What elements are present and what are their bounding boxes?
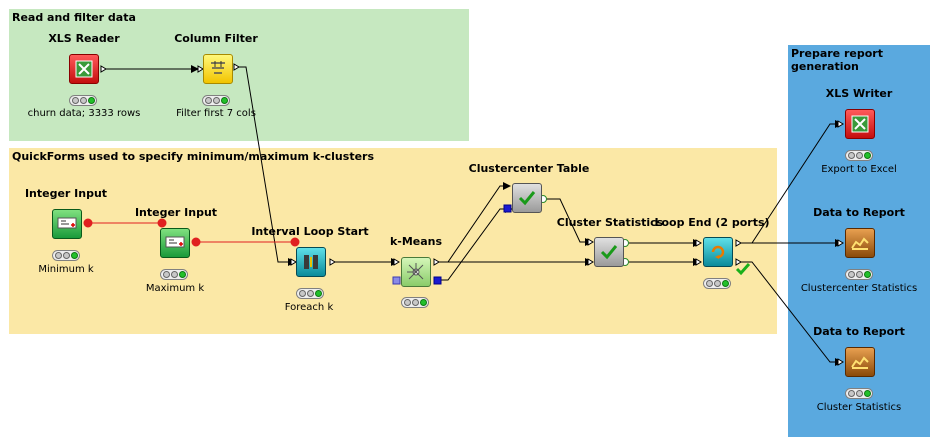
- checkmark-icon: [735, 263, 751, 276]
- port-in: [837, 120, 844, 128]
- node-label[interactable]: Clustercenter Statistics: [800, 283, 918, 294]
- connection-kmeans-stats-model: [437, 205, 513, 281]
- port-out: [233, 63, 240, 71]
- annotation-title: QuickForms used to specify minimum/maxim…: [12, 150, 375, 163]
- port-in: [197, 65, 204, 73]
- connection-kmeans-clustertable: [437, 182, 511, 263]
- checkmark-icon: [600, 245, 618, 260]
- cluster-statistics-node[interactable]: [594, 237, 624, 267]
- node-title: k-Means: [389, 235, 443, 248]
- node-status: [69, 95, 97, 106]
- data-to-report-1-node[interactable]: [845, 228, 875, 258]
- node-title: XLS Writer: [825, 87, 893, 100]
- node-status: [845, 388, 873, 399]
- port-out: [735, 258, 742, 266]
- column-filter-node[interactable]: [203, 54, 233, 84]
- node-title: Column Filter: [174, 32, 258, 45]
- port-out: [433, 258, 440, 266]
- annotation-title: Read and filter data: [12, 11, 136, 24]
- node-title: Integer Input: [134, 206, 218, 219]
- connection-filter-loopstart: [234, 66, 296, 266]
- interval-loop-start-node[interactable]: [296, 247, 326, 277]
- quickform-icon: [57, 217, 77, 229]
- integer-input-min-node[interactable]: [52, 209, 82, 239]
- node-label[interactable]: Export to Excel: [821, 164, 897, 175]
- annotation-title: Prepare report generation: [791, 47, 883, 73]
- node-title: XLS Reader: [48, 32, 120, 45]
- node-status: [296, 288, 324, 299]
- node-title: Cluster Statistics: [556, 216, 664, 229]
- loop-end-node[interactable]: [703, 237, 733, 267]
- port-in: [393, 258, 400, 266]
- node-status: [202, 95, 230, 106]
- kmeans-node[interactable]: [401, 257, 431, 287]
- port-in: [837, 358, 844, 366]
- filter-icon: [211, 61, 225, 74]
- excel-icon: [75, 60, 93, 78]
- node-label[interactable]: Cluster Statistics: [816, 402, 902, 413]
- xls-writer-node[interactable]: [845, 109, 875, 139]
- connection-clustertable-stats: [546, 198, 593, 246]
- port-in: [695, 258, 702, 266]
- node-status: [52, 250, 80, 261]
- node-label[interactable]: Foreach k: [284, 302, 334, 313]
- port-out: [735, 239, 742, 247]
- port-model-in: [503, 204, 512, 213]
- node-label[interactable]: Filter first 7 cols: [176, 108, 256, 119]
- integer-input-max-node[interactable]: [160, 228, 190, 258]
- port-out: [100, 65, 107, 73]
- node-title: Loop End (2 ports): [654, 216, 770, 229]
- node-label[interactable]: Minimum k: [38, 264, 94, 275]
- node-status: [160, 269, 188, 280]
- node-title: Data to Report: [813, 206, 905, 219]
- kmeans-icon: [407, 263, 424, 280]
- node-status: [703, 278, 731, 289]
- xls-reader-node[interactable]: [69, 54, 99, 84]
- port-in: [587, 258, 594, 266]
- node-title: Data to Report: [813, 325, 905, 338]
- node-title: Interval Loop Start: [251, 225, 369, 238]
- port-in: [290, 258, 297, 266]
- port-in: [587, 238, 594, 246]
- excel-icon: [851, 115, 869, 133]
- port-in: [695, 239, 702, 247]
- node-label[interactable]: churn data; 3333 rows: [27, 108, 141, 119]
- loop-start-icon: [304, 255, 318, 269]
- report-icon: [851, 356, 869, 369]
- loop-end-icon: [711, 245, 725, 259]
- port-model-out: [433, 276, 442, 285]
- annotation-quickforms: QuickForms used to specify minimum/maxim…: [9, 148, 777, 334]
- port-in: [837, 239, 844, 247]
- node-status: [401, 297, 429, 308]
- node-title: Integer Input: [24, 187, 108, 200]
- clustercenter-table-node[interactable]: [512, 183, 542, 213]
- port-model-in: [392, 276, 401, 285]
- report-icon: [851, 237, 869, 250]
- port-out: [329, 258, 336, 266]
- quickform-icon: [165, 236, 185, 248]
- node-label[interactable]: Maximum k: [145, 283, 205, 294]
- node-status: [845, 150, 873, 161]
- connection-loopend-report2: [740, 261, 843, 366]
- node-status: [845, 269, 873, 280]
- node-title: Clustercenter Table: [468, 162, 590, 175]
- data-to-report-2-node[interactable]: [845, 347, 875, 377]
- checkmark-icon: [518, 191, 536, 206]
